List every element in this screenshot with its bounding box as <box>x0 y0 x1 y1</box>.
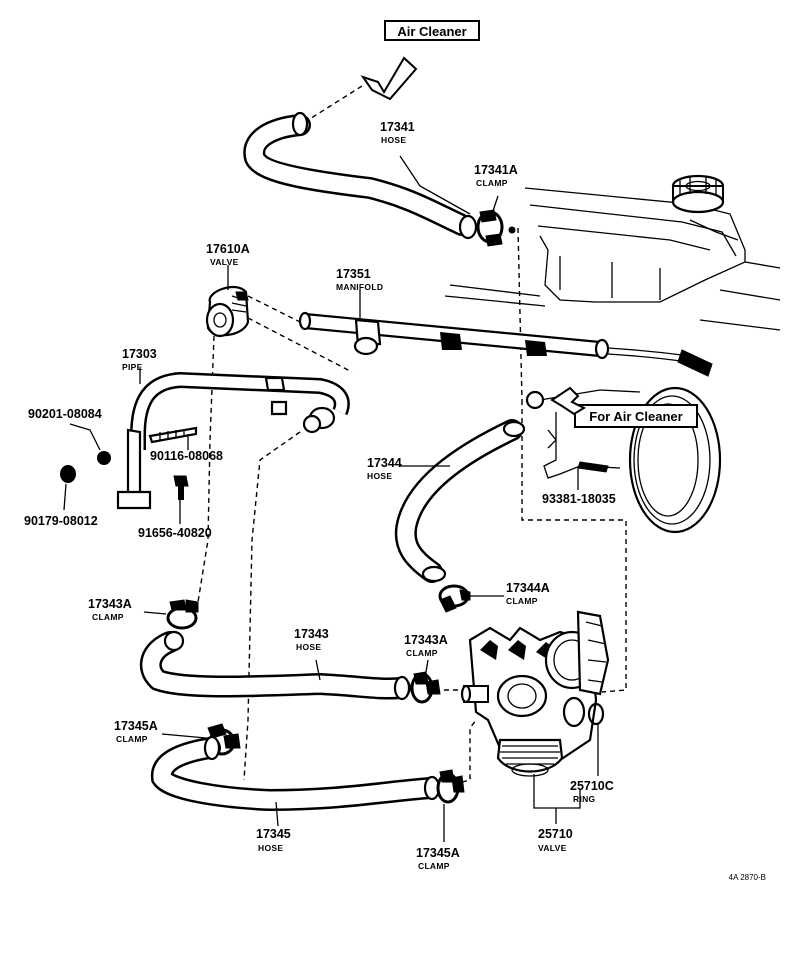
callout-90116: 90116-08068 <box>150 449 223 463</box>
part-number: 17343A <box>88 597 132 611</box>
part-number: 17344 <box>367 456 402 470</box>
callout-17351: 17351 MANIFOLD <box>336 267 383 292</box>
part-name: CLAMP <box>116 734 148 744</box>
part-name: HOSE <box>296 642 321 652</box>
air-cleaner-label: Air Cleaner <box>397 24 466 39</box>
part-number: 17343 <box>294 627 329 641</box>
part-number: 17610A <box>206 242 250 256</box>
part-name: HOSE <box>258 843 283 853</box>
part-name: HOSE <box>381 135 406 145</box>
callout-17345a-bottom: 17345A CLAMP <box>416 846 460 871</box>
hose-17345 <box>151 735 441 812</box>
callout-17343: 17343 HOSE <box>294 627 329 652</box>
callout-17303: 17303 PIPE <box>122 347 157 372</box>
part-name: CLAMP <box>476 178 508 188</box>
callout-17341a: 17341A CLAMP <box>474 163 518 188</box>
part-name: VALVE <box>538 843 567 853</box>
bolt-90201-icon <box>69 423 111 465</box>
hose-17344 <box>394 419 526 583</box>
part-number: 90201-08084 <box>28 407 102 421</box>
part-number: 17345A <box>114 719 158 733</box>
part-name: HOSE <box>367 471 392 481</box>
callout-25710: 25710 VALVE <box>538 827 573 853</box>
part-number: 25710 <box>538 827 573 841</box>
clamp-17341a-icon <box>476 209 516 247</box>
part-number: 17344A <box>506 581 550 595</box>
part-number: 17341A <box>474 163 518 177</box>
callout-17610a: 17610A VALVE <box>206 242 250 267</box>
clamp-17343a-right-icon <box>410 671 441 704</box>
valve-25710-icon <box>460 610 610 777</box>
bolt-91656-icon <box>173 475 189 524</box>
clamp-17343a-left-icon <box>166 599 199 630</box>
part-name: MANIFOLD <box>336 282 383 292</box>
part-name: CLAMP <box>92 612 124 622</box>
part-name: CLAMP <box>406 648 438 658</box>
bolt-90116-icon <box>148 426 198 450</box>
diagram-code: 4A 2870-B <box>729 873 766 882</box>
part-name: VALVE <box>210 257 239 267</box>
for-air-cleaner-label: For Air Cleaner <box>589 409 682 424</box>
callout-17343a-right: 17343A CLAMP <box>404 633 448 658</box>
part-number: 93381-18035 <box>542 492 616 506</box>
part-number: 17345A <box>416 846 460 860</box>
part-number: 90179-08012 <box>24 514 98 528</box>
callout-17341: 17341 HOSE <box>380 120 415 145</box>
callout-90201: 90201-08084 <box>28 407 102 421</box>
part-number: 17303 <box>122 347 157 361</box>
callout-17344: 17344 HOSE <box>367 456 402 481</box>
part-name: CLAMP <box>418 861 450 871</box>
pipe-17303-icon <box>116 371 350 510</box>
hose-17341 <box>243 111 478 240</box>
callout-17345a-left: 17345A CLAMP <box>114 719 158 744</box>
part-number: 17341 <box>380 120 415 134</box>
part-number: 25710C <box>570 779 614 793</box>
part-name: PIPE <box>122 362 143 372</box>
part-number: 17345 <box>256 827 291 841</box>
air-cleaner-box: Air Cleaner <box>384 20 480 41</box>
callout-17343a-left: 17343A CLAMP <box>88 597 132 622</box>
air-cleaner-arrow-icon <box>304 56 418 123</box>
callout-90179: 90179-08012 <box>24 514 98 528</box>
part-name: CLAMP <box>506 596 538 606</box>
callout-17345: 17345 HOSE <box>256 827 291 853</box>
part-number: 17343A <box>404 633 448 647</box>
part-number: 17351 <box>336 267 371 281</box>
callout-25710c: 25710C RING <box>570 779 614 804</box>
for-air-cleaner-box: For Air Cleaner <box>574 404 698 428</box>
oil-filler-cap-icon <box>671 174 725 214</box>
hose-17343 <box>139 630 411 701</box>
manifold-17351-icon <box>298 311 713 377</box>
callout-91656: 91656-40820 <box>138 526 212 540</box>
clamp-17345a-bottom-icon <box>436 769 465 804</box>
for-air-cleaner-arrow-icon <box>525 386 587 416</box>
clamp-17344a-icon <box>438 584 471 613</box>
nut-90179-icon <box>60 465 76 511</box>
ring-25710c-icon <box>587 702 605 726</box>
callout-17344a: 17344A CLAMP <box>506 581 550 606</box>
part-number: 90116-08068 <box>150 449 223 463</box>
engine-valve-cover <box>444 187 781 331</box>
valve-17610a-icon <box>205 285 250 338</box>
callout-93381: 93381-18035 <box>542 492 616 506</box>
part-name: RING <box>573 794 596 804</box>
part-number: 91656-40820 <box>138 526 212 540</box>
